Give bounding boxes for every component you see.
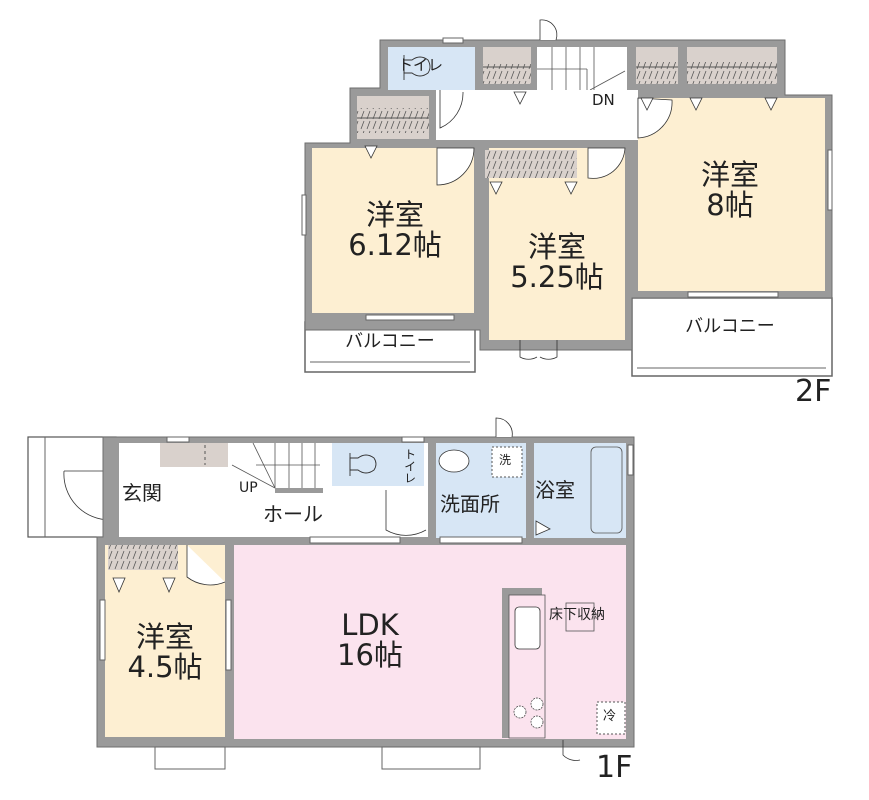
fridge-label: 冷 xyxy=(603,709,617,724)
room-size: 8帖 xyxy=(706,188,754,223)
room-name: 洋室 xyxy=(365,198,424,232)
room-name: 洋室 xyxy=(135,620,194,654)
room-size: 16帖 xyxy=(337,638,403,673)
balcony-right-label: バルコニー xyxy=(685,316,775,337)
corridor-2f xyxy=(436,90,628,140)
floor-label-2f: 2F xyxy=(795,374,832,409)
toilet-2f-label: トイレ xyxy=(398,56,444,74)
entrance-label: 玄関 xyxy=(122,481,162,505)
balcony-left-label: バルコニー xyxy=(345,331,435,352)
room-size: 4.5帖 xyxy=(127,650,203,685)
toilet-2f xyxy=(388,47,475,90)
room-name: 洋室 xyxy=(527,230,586,264)
stair-up-label: UP xyxy=(239,480,258,496)
toilet-1f xyxy=(332,443,424,486)
stair-down-label: DN xyxy=(592,91,615,109)
room-5-25: 洋室 5.25帖 xyxy=(492,232,622,293)
balcony-right xyxy=(631,297,833,377)
room-6-12: 洋室 6.12帖 xyxy=(330,200,460,261)
western-room-8 xyxy=(638,98,825,291)
first-floor xyxy=(27,417,635,770)
ldk-label: LDK 16帖 xyxy=(300,610,440,671)
room-name: LDK xyxy=(341,608,399,642)
bathroom-label: 浴室 xyxy=(535,478,575,502)
second-floor xyxy=(301,19,833,377)
ldk xyxy=(234,545,626,739)
washroom-label: 洗面所 xyxy=(440,492,500,516)
room-8: 洋室 8帖 xyxy=(665,160,795,221)
washer-label: 洗 xyxy=(499,453,512,467)
room-name: 洋室 xyxy=(700,158,759,192)
room-4-5: 洋室 4.5帖 xyxy=(110,622,220,683)
western-room-5-25 xyxy=(489,148,625,340)
hall-label: ホール xyxy=(263,502,323,526)
room-size: 6.12帖 xyxy=(348,228,442,263)
floor-label-1f: 1F xyxy=(596,750,633,785)
toilet-1f-label: トイレ xyxy=(402,448,417,484)
underfloor-storage-label: 床下収納 xyxy=(549,607,605,623)
room-size: 5.25帖 xyxy=(510,260,604,295)
